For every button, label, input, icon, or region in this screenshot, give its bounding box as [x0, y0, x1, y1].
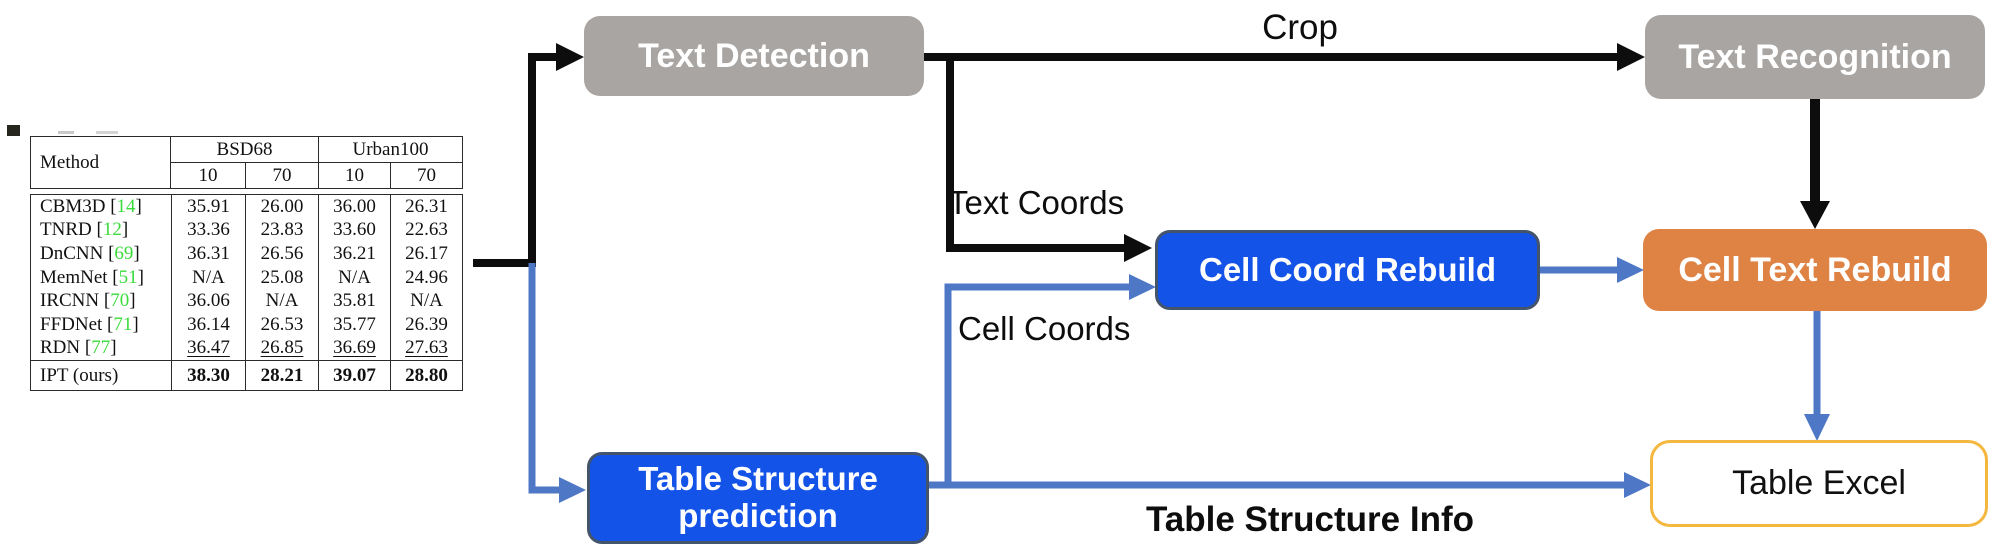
- table-cell-value: 36.14: [171, 312, 245, 337]
- edge-table-structure-info: [929, 472, 1651, 498]
- table-cell-value: 35.81: [318, 289, 390, 313]
- table-cell-method: TNRD [12]: [40, 219, 129, 241]
- table-cell-value: 25.08: [245, 265, 318, 290]
- scan-artifact-dash: [58, 131, 74, 134]
- table-cell-value: 26.56: [245, 242, 318, 266]
- table-cell-value: 24.96: [390, 265, 462, 290]
- table-cell-value: 26.53: [245, 312, 318, 337]
- table-cell-method: MemNet [51]: [40, 266, 144, 288]
- table-cell-method: DnCNN [69]: [40, 242, 140, 264]
- citation-number: 12: [102, 219, 122, 241]
- citation-number: 14: [116, 195, 136, 217]
- table-cell-value: 38.30: [171, 361, 245, 391]
- table-cell-value: 26.39: [390, 312, 462, 337]
- table-cell-value: 36.69: [318, 336, 390, 361]
- table-header-cell: 70: [245, 163, 318, 188]
- edge-coord-to-text-rebuild: [1540, 257, 1644, 283]
- table-cell-value: 35.77: [318, 312, 390, 337]
- arrowhead: [1804, 414, 1830, 441]
- arrowhead: [1129, 274, 1156, 300]
- edge-label-text-coords: Text Coords: [948, 184, 1125, 221]
- table-cell-value: 33.60: [318, 218, 390, 243]
- table-cell-method: IPT (ours): [40, 364, 119, 386]
- table-header-cell: Method: [31, 137, 171, 188]
- edge-crop: [924, 43, 1645, 71]
- edge-text-coords: [946, 57, 1152, 262]
- table-cell-value: 39.07: [318, 361, 390, 391]
- citation-number: 51: [118, 266, 138, 288]
- table-header-cell: BSD68: [171, 137, 318, 163]
- table-cell-value: N/A: [245, 289, 318, 313]
- table-cell-value: N/A: [171, 265, 245, 290]
- edge-input-to-structure-prediction: [528, 263, 586, 503]
- node-table-excel: Table Excel: [1650, 440, 1988, 527]
- arrowhead: [1617, 257, 1644, 283]
- arrowhead: [1624, 472, 1651, 498]
- scan-artifact-mark: [7, 125, 20, 136]
- node-text-detection: Text Detection: [584, 16, 924, 96]
- edge-cell-coords: [944, 274, 1156, 485]
- edge-recognition-to-cell-text: [1800, 99, 1830, 229]
- arrowhead: [1800, 201, 1830, 229]
- scan-artifact-dash: [96, 131, 118, 134]
- table-cell-value: 36.21: [318, 242, 390, 266]
- table-cell-value: 36.47: [171, 336, 245, 361]
- table-cell-method: FFDNet [71]: [40, 313, 139, 335]
- citation-number: 70: [110, 290, 130, 312]
- table-cell-method: RDN [77]: [40, 337, 117, 359]
- arrowhead: [556, 43, 584, 71]
- edge-label-table-structure-info: Table Structure Info: [1146, 500, 1474, 539]
- table-header-cell: Urban100: [318, 137, 462, 163]
- table-cell-value: 26.00: [245, 195, 318, 219]
- table-cell-value: 36.31: [171, 242, 245, 266]
- node-table-structure-prediction: Table Structure prediction: [587, 452, 929, 544]
- arrowhead: [1124, 234, 1152, 262]
- table-cell-method: CBM3D [14]: [40, 195, 142, 217]
- arrowhead: [559, 477, 586, 503]
- table-header-cell: 10: [198, 164, 218, 186]
- table-cell-value: 27.63: [390, 336, 462, 361]
- citation-number: 69: [114, 242, 134, 264]
- table-cell-value: 26.17: [390, 242, 462, 266]
- edge-text-rebuild-to-excel: [1804, 311, 1830, 441]
- edge-input-to-text-detection: [473, 43, 584, 267]
- table-cell-value: 26.85: [245, 336, 318, 361]
- table-header: Method BSD68 Urban100 10 70 10 70: [30, 136, 463, 189]
- edge-label-cell-coords: Cell Coords: [958, 310, 1131, 347]
- table-cell-value: 36.00: [318, 195, 390, 219]
- arrowhead: [1617, 43, 1645, 71]
- node-text-recognition: Text Recognition: [1645, 15, 1985, 99]
- table-cell-value: 23.83: [245, 218, 318, 243]
- table-cell-method: IRCNN [70]: [40, 290, 136, 312]
- node-cell-text-rebuild: Cell Text Rebuild: [1643, 229, 1987, 311]
- table-header-cell: 70: [390, 163, 462, 188]
- edge-label-crop: Crop: [1262, 8, 1338, 47]
- table-cell-value: 36.06: [171, 289, 245, 313]
- input-table-image: Method BSD68 Urban100 10 70 10 70 CBM3D …: [30, 136, 463, 392]
- table-header-cell: 10: [318, 163, 390, 188]
- table-cell-value: 33.36: [171, 218, 245, 243]
- node-cell-coord-rebuild: Cell Coord Rebuild: [1155, 230, 1540, 310]
- citation-number: 77: [91, 337, 111, 359]
- table-cell-value: N/A: [318, 265, 390, 290]
- table-cell-value: 35.91: [171, 195, 245, 219]
- table-cell-value: N/A: [390, 289, 462, 313]
- table-cell-value: 22.63: [390, 218, 462, 243]
- table-cell-value: 26.31: [390, 195, 462, 219]
- citation-number: 71: [113, 313, 133, 335]
- table-cell-value: 28.80: [390, 361, 462, 391]
- table-cell-value: 28.21: [245, 361, 318, 391]
